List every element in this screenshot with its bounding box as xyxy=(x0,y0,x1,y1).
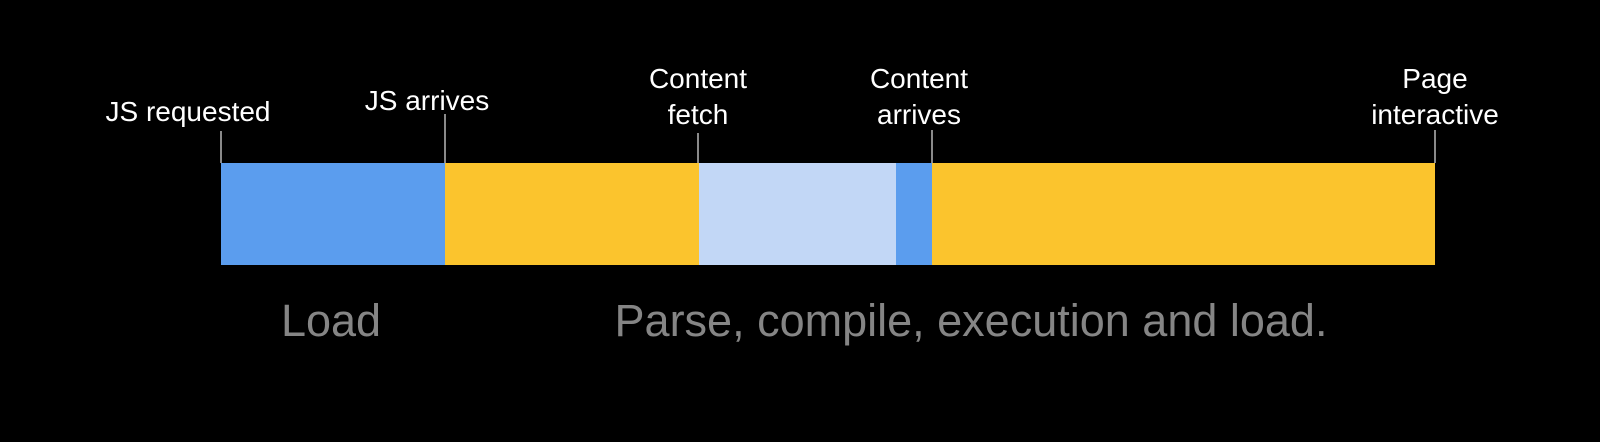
tick-content-fetch xyxy=(697,133,699,163)
timeline-bar xyxy=(221,163,1435,265)
milestone-page-interactive: Page interactive xyxy=(1371,61,1499,133)
milestone-label-line: interactive xyxy=(1371,99,1499,130)
segment-content-arrival xyxy=(896,163,932,265)
milestone-js-requested: JS requested xyxy=(106,94,271,130)
milestone-content-fetch: Content fetch xyxy=(649,61,747,133)
milestone-label-line: arrives xyxy=(876,99,962,130)
milestone-label-line: JS requested xyxy=(105,96,271,127)
milestone-label-line: JS arrives xyxy=(364,85,490,116)
tick-js-arrives xyxy=(444,114,446,163)
segment-content-fetch xyxy=(699,163,896,265)
milestone-label-line: Content xyxy=(869,63,969,94)
segment-js-download xyxy=(221,163,445,265)
tick-js-requested xyxy=(220,131,222,163)
milestone-label-line: Page xyxy=(1402,63,1468,94)
segment-execution-and-load xyxy=(932,163,1435,265)
tick-content-arrives xyxy=(931,130,933,163)
phase-label-load: Load xyxy=(280,295,382,346)
segment-parse-compile-wait xyxy=(445,163,699,265)
milestone-label-line: fetch xyxy=(667,99,729,130)
tick-page-interactive xyxy=(1434,130,1436,163)
milestone-label-line: Content xyxy=(648,63,748,94)
milestone-content-arrives: Content arrives xyxy=(870,61,968,133)
milestone-js-arrives: JS arrives xyxy=(365,83,489,119)
phase-label-parse-compile-execution-load: Parse, compile, execution and load. xyxy=(614,295,1328,346)
